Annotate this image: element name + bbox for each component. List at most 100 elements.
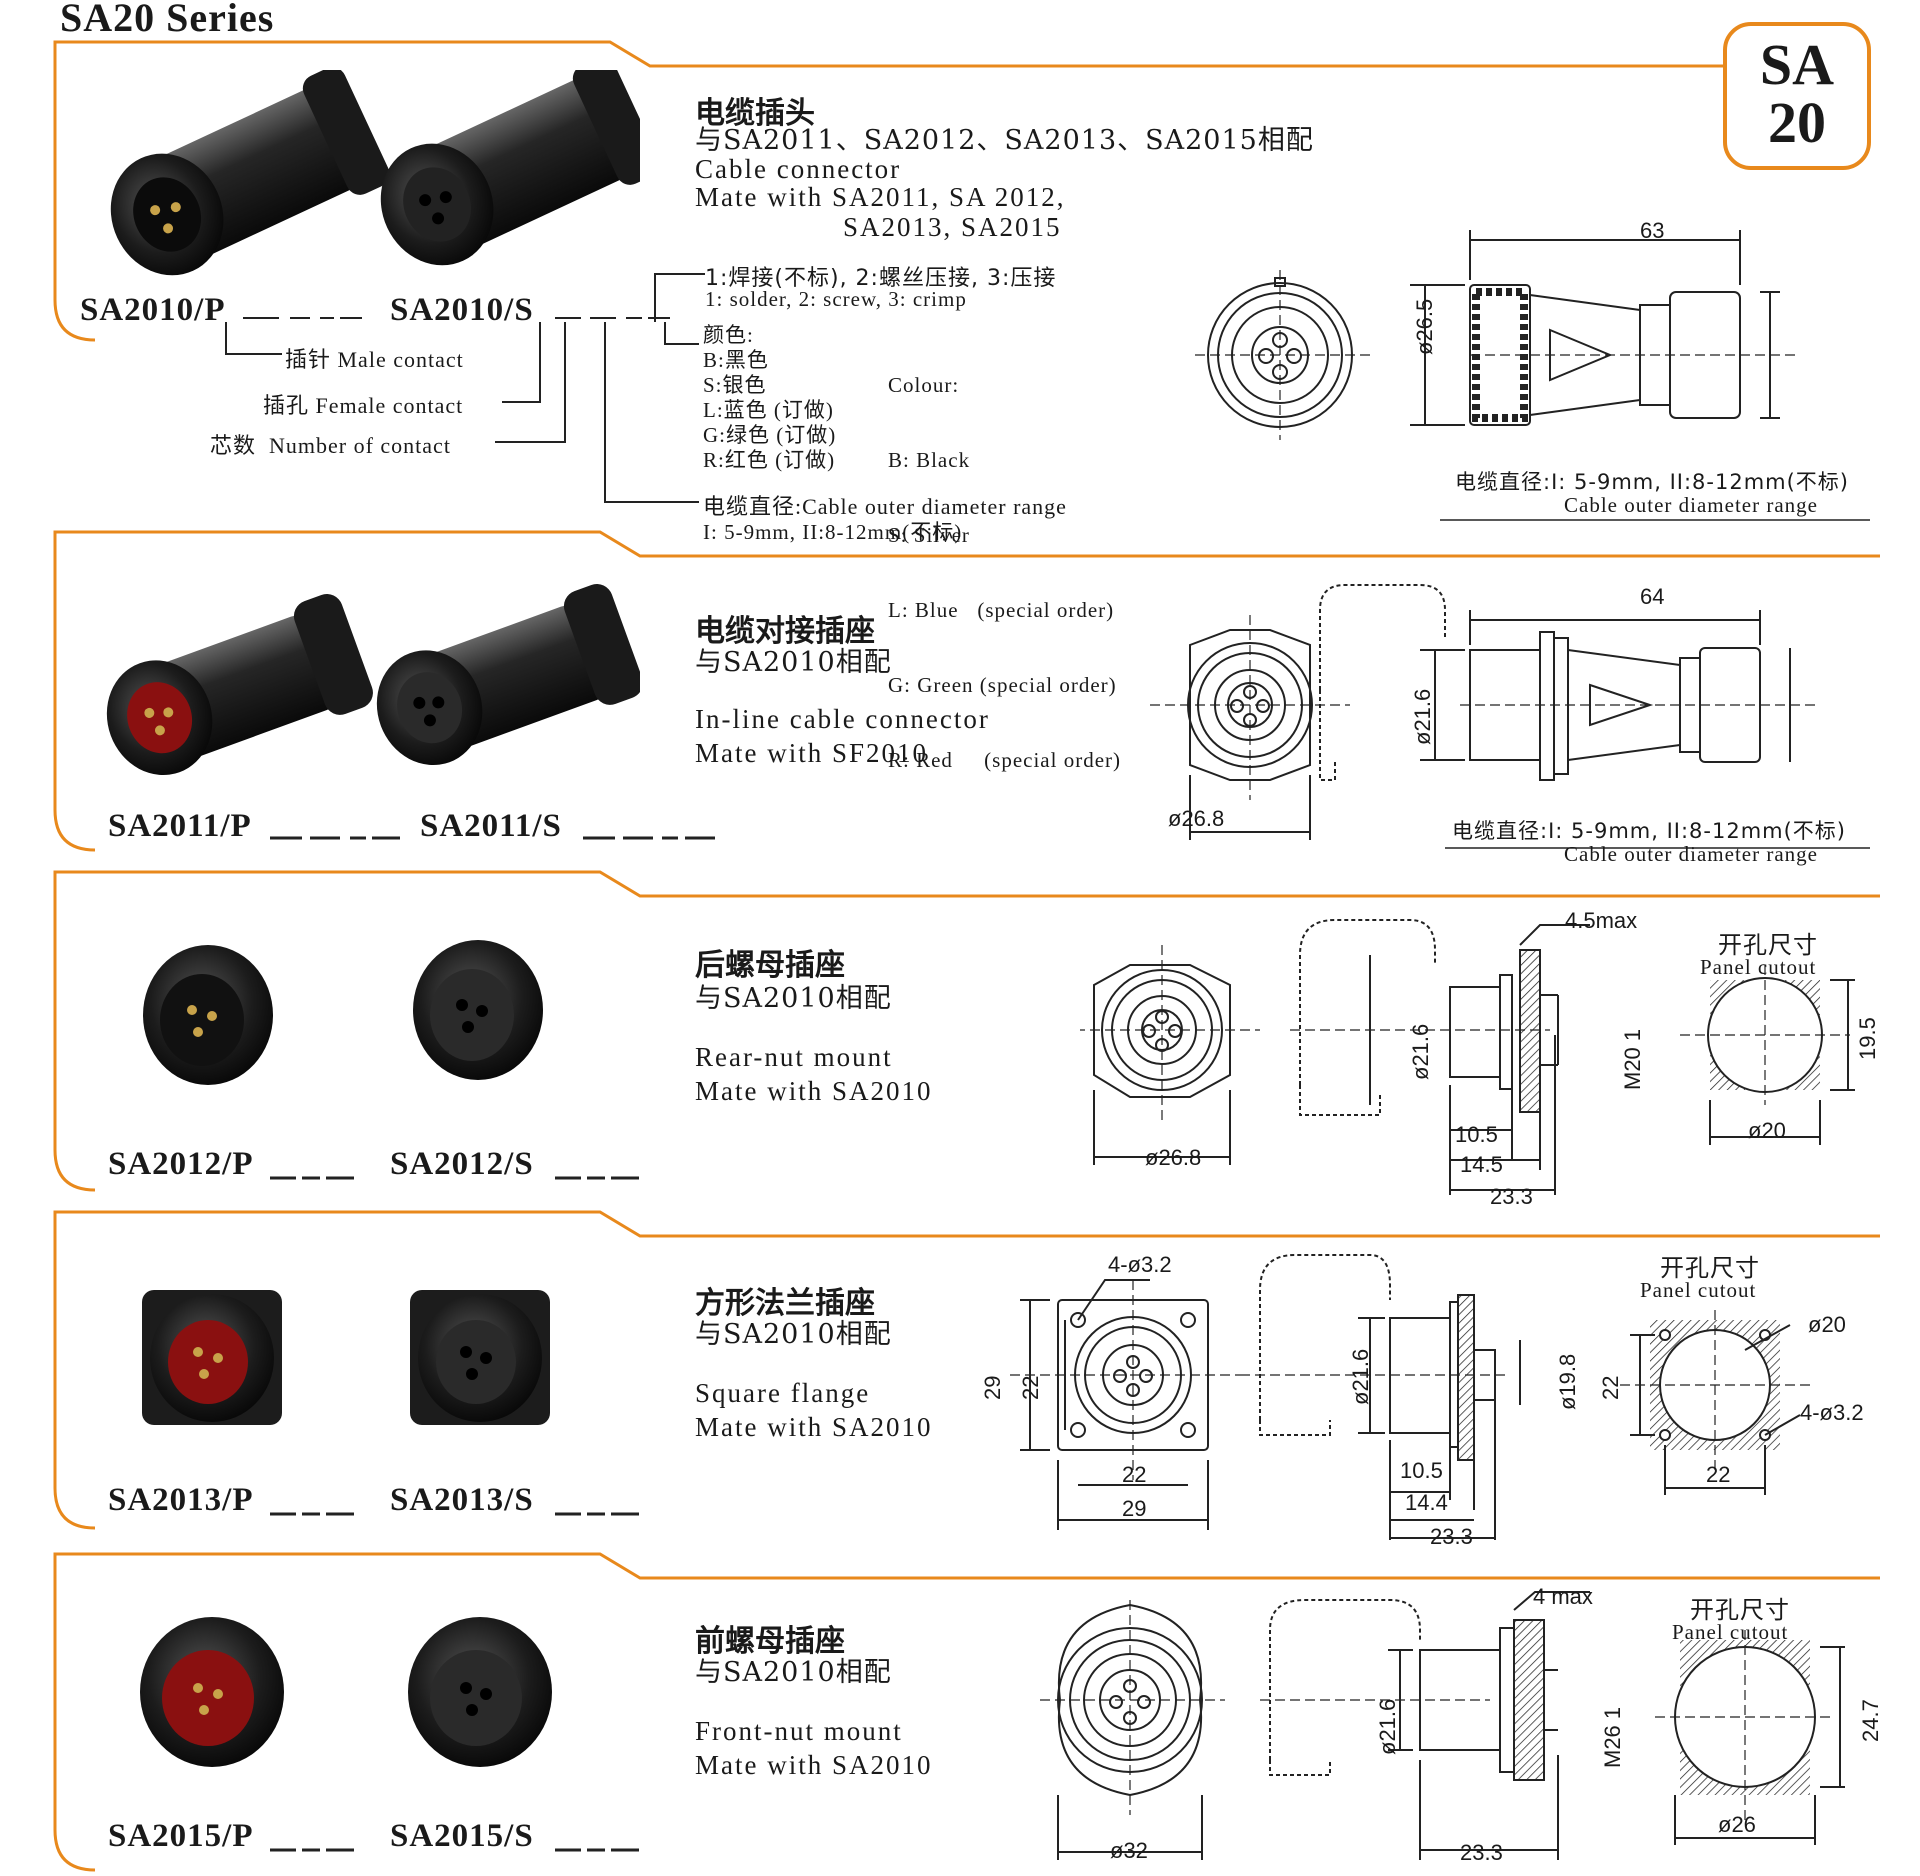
s4-cutout-dia: ø20 [1808, 1312, 1846, 1337]
s2-cable-note-en: Cable outer diameter range [1564, 842, 1818, 866]
s3-en-title: Rear-nut mount [695, 1042, 893, 1072]
s4-cn-title: 方形法兰插座 [695, 1286, 875, 1321]
colour-cn-b: B:黑色 [703, 348, 769, 372]
s5-cutout-height: 24.7 [1858, 1699, 1883, 1742]
s4-drawing [1010, 1254, 1810, 1540]
colour-en-head: Colour: [888, 373, 960, 397]
s2-code-blanks [270, 836, 715, 840]
colour-en-s: S: Silver [888, 523, 970, 547]
badge-line-1: SA [1759, 32, 1835, 97]
s3-dim-b: 14.5 [1460, 1152, 1503, 1177]
s4-cn-mate: 与SA2010相配 [695, 1319, 892, 1350]
colour-en-list: Colour: B: Black S: Silver L: Blue (spec… [888, 323, 1121, 798]
s2-length-dim: 64 [1640, 584, 1665, 609]
s3-thread-dim: M20 1 [1620, 1028, 1645, 1090]
photo-sa2011-s [376, 584, 640, 766]
s4-cutout-en: Panel cutout [1640, 1278, 1757, 1302]
s5-cn-title: 前螺母插座 [695, 1624, 845, 1659]
s2-cable-note-cn: 电缆直径:I: 5-9mm, II:8-12mm(不标) [1452, 819, 1847, 843]
s1-cn-mate: 与SA2011、SA2012、SA2013、SA2015相配 [695, 125, 1314, 156]
s2-drawing [1150, 584, 1870, 849]
s4-diameter-dim: ø21.6 [1348, 1348, 1373, 1405]
s4-code-s: SA2013/S [390, 1482, 534, 1518]
photo-sa2010-s [380, 70, 640, 266]
photo-sa2011-p [106, 594, 373, 776]
s3-cutout-en: Panel cutout [1700, 955, 1817, 979]
ordering-leaders [225, 273, 705, 503]
colour-en-r: R: Red (special order) [888, 748, 1122, 772]
s4-en-title: Square flange [695, 1378, 871, 1408]
s1-code-p: SA2010/P [80, 292, 226, 328]
s3-cn-mate: 与SA2010相配 [695, 983, 892, 1014]
s1-cable-note-cn: 电缆直径:I: 5-9mm, II:8-12mm(不标) [1455, 470, 1850, 494]
s5-en-title: Front-nut mount [695, 1716, 903, 1746]
s5-cutout-dia: ø26 [1718, 1812, 1756, 1837]
s5-code-s: SA2015/S [390, 1818, 534, 1854]
s4-code-blanks [270, 1512, 639, 1516]
s5-cn-mate: 与SA2010相配 [695, 1657, 892, 1688]
colour-en-l: L: Blue (special order) [888, 598, 1115, 622]
photo-sa2010-p [110, 70, 390, 276]
cable-range-cn: 电缆直径:Cable outer diameter range [703, 494, 1067, 519]
colour-en-g: G: Green (special order) [888, 673, 1117, 697]
s5-en-mate: Mate with SA2010 [695, 1750, 933, 1780]
s3-drawing [1080, 919, 1855, 1195]
s4-dim-a: 10.5 [1400, 1458, 1443, 1483]
s3-cutout-dia: ø20 [1748, 1118, 1786, 1143]
s5-code-p: SA2015/P [108, 1818, 254, 1854]
s4-cutout-height: 22 [1598, 1375, 1623, 1400]
s2-face-dim: ø26.8 [1168, 806, 1225, 831]
female-contact-label: 插孔 Female contact [263, 393, 464, 418]
s1-diameter-dim: ø26.5 [1412, 298, 1437, 355]
s3-code-s: SA2012/S [390, 1146, 534, 1182]
s2-code-p: SA2011/P [108, 808, 252, 844]
contact-number-label: 芯数 Number of contact [210, 433, 451, 458]
male-contact-label: 插针 Male contact [285, 347, 464, 372]
s4-en-mate: Mate with SA2010 [695, 1412, 933, 1442]
s5-drawing [1040, 1591, 1845, 1860]
s1-cable-note-en: Cable outer diameter range [1564, 493, 1818, 517]
colour-cn-g: G:绿色 (订做) [703, 423, 837, 447]
s5-diameter-dim: ø21.6 [1375, 1698, 1400, 1755]
s4-cutout-width: 22 [1706, 1462, 1731, 1487]
s5-length-dim: 23.3 [1460, 1840, 1503, 1865]
s3-code-p: SA2012/P [108, 1146, 254, 1182]
s4-height-29: 29 [980, 1375, 1005, 1400]
termination-en: 1: solder, 2: screw, 3: crimp [705, 287, 967, 311]
s1-cn-title: 电缆插头 [695, 96, 815, 131]
s2-code-s: SA2011/S [420, 808, 562, 844]
s5-cutout-en: Panel cutout [1672, 1620, 1789, 1644]
s4-dim-b: 14.4 [1405, 1490, 1448, 1515]
photo-sa2015-p [140, 1617, 284, 1767]
s1-en-mate-2: SA2013, SA2015 [843, 212, 1062, 242]
s3-max-dim: 4.5max [1565, 908, 1638, 933]
s4-dim-c: 23.3 [1430, 1524, 1473, 1549]
photo-sa2015-s [408, 1617, 552, 1767]
photo-sa2012-s [413, 940, 543, 1080]
photo-sa2012-p [143, 945, 273, 1085]
s4-holes-dim: 4-ø3.2 [1108, 1252, 1172, 1277]
s1-en-title: Cable connector [695, 154, 902, 184]
photo-sa2013-p [142, 1290, 282, 1425]
s4-code-p: SA2013/P [108, 1482, 254, 1518]
series-badge: SA 20 [1723, 22, 1871, 170]
colour-cn-l: L:蓝色 (订做) [703, 398, 834, 422]
colour-cn-s: S:银色 [703, 373, 767, 397]
s5-max-dim: 4 max [1533, 1584, 1593, 1609]
photo-sa2013-s [410, 1290, 550, 1425]
s4-width-29: 29 [1122, 1496, 1147, 1521]
series-title: SA20 Series [60, 0, 275, 40]
s5-cutout-cn: 开孔尺寸 [1690, 1596, 1790, 1624]
s4-pin-dim: ø19.8 [1555, 1353, 1580, 1410]
s2-cn-mate: 与SA2010相配 [695, 647, 892, 678]
s2-en-title: In-line cable connector [695, 704, 990, 734]
s4-cutout-cn: 开孔尺寸 [1660, 1254, 1760, 1282]
colour-cn-r: R:红色 (订做) [703, 448, 836, 472]
s5-code-blanks [270, 1848, 639, 1852]
s2-cn-title: 电缆对接插座 [695, 614, 875, 649]
termination-cn: 1:焊接(不标), 2:螺丝压接, 3:压接 [705, 266, 1057, 291]
s3-dim-a: 10.5 [1455, 1122, 1498, 1147]
s3-dim-c: 23.3 [1490, 1184, 1533, 1209]
s1-code-s: SA2010/S [390, 292, 534, 328]
